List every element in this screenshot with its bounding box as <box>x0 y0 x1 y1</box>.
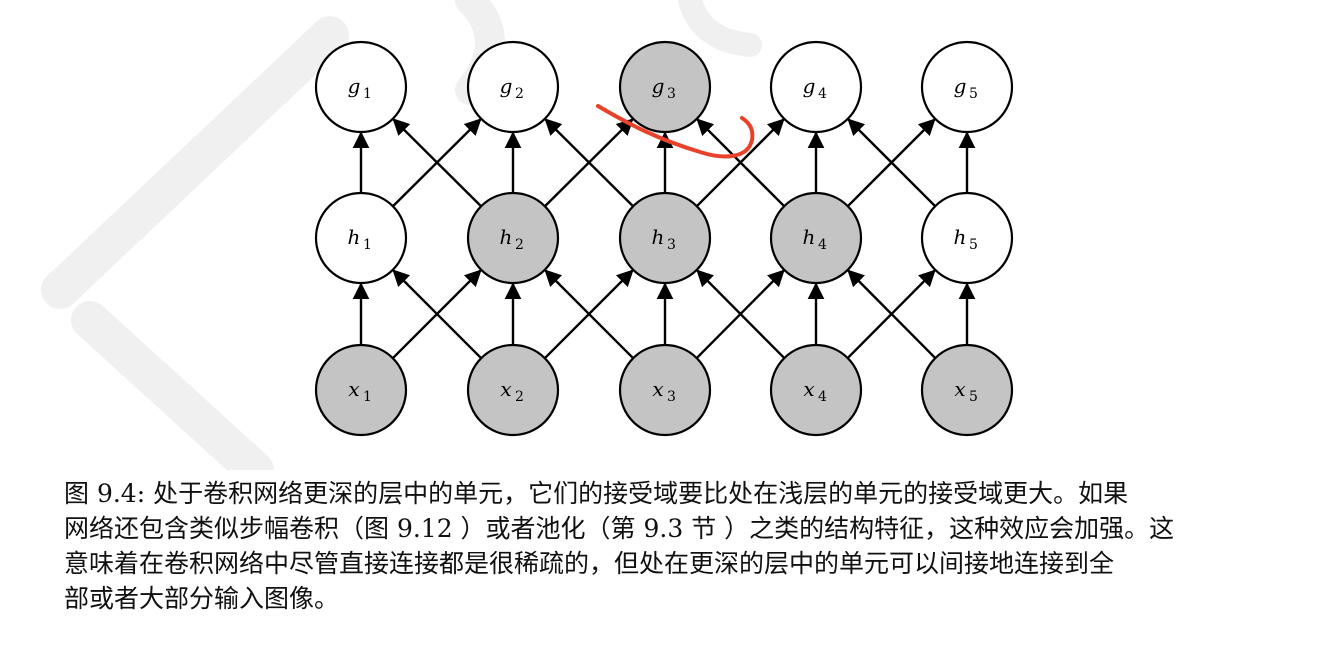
node-label: h <box>348 225 361 249</box>
watermark <box>41 0 762 470</box>
node-label: g <box>500 74 513 98</box>
node-circle <box>466 191 560 285</box>
edge-x2-to-h1 <box>392 269 483 360</box>
node-label: x <box>500 377 511 401</box>
node-circle <box>769 343 863 437</box>
edge-x4-to-h3 <box>696 269 786 359</box>
edge-x5-to-h4 <box>847 269 937 359</box>
node-label: x <box>954 377 965 401</box>
node-circle <box>618 40 712 134</box>
node-label: x <box>803 377 814 401</box>
node-subscript: 3 <box>667 389 676 405</box>
caption-line: 意味着在卷积网络中尽管直接连接都是很稀疏的，但处在更深的层中的单元可以间接地连接… <box>64 549 1115 578</box>
node-subscript: 5 <box>969 237 978 253</box>
node-subscript: 1 <box>363 237 372 253</box>
edge-h4-to-g3 <box>696 118 786 208</box>
caption-line: 网络还包含类似步幅卷积（图 9.12 ）或者池化（第 9.3 节 ）之类的结构特… <box>64 514 1175 543</box>
edge-h2-to-g1 <box>392 118 482 208</box>
node-circle <box>920 343 1014 437</box>
node-subscript: 2 <box>515 86 524 102</box>
node-label: g <box>954 74 967 98</box>
node-circle <box>314 191 408 285</box>
caption-line: 图 9.4: 处于卷积网络更深的层中的单元，它们的接受域要比处在浅层的单元的接受… <box>64 479 1129 508</box>
node-circle <box>314 343 408 437</box>
node-circle <box>769 191 863 285</box>
node-subscript: 1 <box>363 389 372 405</box>
node-circle <box>314 40 408 134</box>
node-circle <box>466 343 560 437</box>
caption-line: 部或者大部分输入图像。 <box>64 584 340 613</box>
node-subscript: 5 <box>969 86 978 102</box>
node-label: g <box>652 74 665 98</box>
node-label: h <box>954 225 967 249</box>
node-subscript: 4 <box>818 86 827 102</box>
node-label: h <box>500 225 513 249</box>
node-label: g <box>348 74 361 98</box>
node-subscript: 4 <box>818 389 827 405</box>
node-label: h <box>803 225 816 249</box>
node-circle <box>466 40 560 134</box>
figure-caption: 图 9.4: 处于卷积网络更深的层中的单元，它们的接受域要比处在浅层的单元的接受… <box>64 476 1294 616</box>
node-subscript: 3 <box>667 86 676 102</box>
edge-h5-to-g4 <box>847 118 937 208</box>
node-circle <box>920 40 1014 134</box>
node-subscript: 3 <box>667 237 676 253</box>
edge-h3-to-g2 <box>544 118 634 208</box>
node-circle <box>769 40 863 134</box>
node-subscript: 1 <box>363 86 372 102</box>
node-label: h <box>652 225 665 249</box>
node-label: x <box>348 377 359 401</box>
node-circle <box>920 191 1014 285</box>
edges <box>352 118 976 360</box>
node-subscript: 2 <box>515 237 524 253</box>
edge-x3-to-h2 <box>544 269 635 360</box>
node-subscript: 5 <box>969 389 978 405</box>
node-circle <box>618 343 712 437</box>
node-label: x <box>652 377 663 401</box>
node-label: g <box>803 74 816 98</box>
node-subscript: 4 <box>818 237 827 253</box>
node-subscript: 2 <box>515 389 524 405</box>
annotation-stroke <box>596 104 755 159</box>
node-circle <box>618 191 712 285</box>
